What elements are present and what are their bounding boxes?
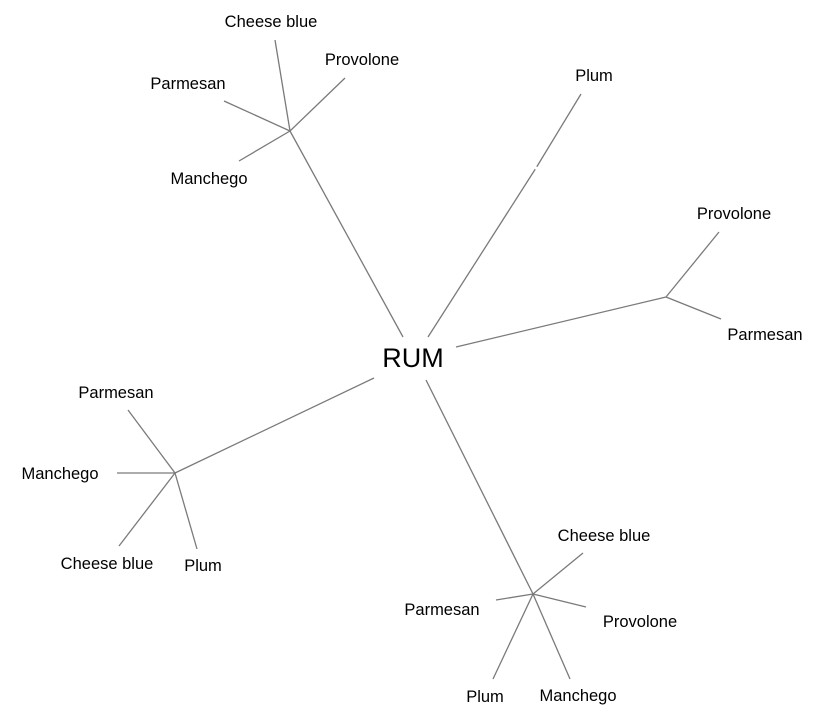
leaf-label: Parmesan: [150, 75, 225, 93]
leaf-label: Cheese blue: [61, 555, 154, 573]
leaf-label: Parmesan: [404, 601, 479, 619]
edge-branch-left-leaf: [174, 472, 198, 550]
leaf-label: Parmesan: [78, 384, 153, 402]
leaf-label: Manchego: [539, 687, 616, 705]
leaf-label: Plum: [575, 67, 613, 85]
edge-branch-bottom-trunk: [425, 379, 534, 595]
leaf-label: Provolone: [697, 205, 771, 223]
leaf-label: Provolone: [325, 51, 399, 69]
edge-branch-top-right-trunk: [427, 168, 536, 338]
edge-branch-top-left-leaf: [238, 130, 291, 162]
leaf-label: Provolone: [603, 613, 677, 631]
root-label: RUM: [382, 343, 444, 373]
leaf-label: Plum: [466, 688, 504, 706]
edge-branch-top-left-leaf: [289, 77, 346, 132]
leaf-label: Plum: [184, 557, 222, 575]
edge-branch-top-left-leaf: [274, 39, 291, 132]
edge-branch-left-trunk: [174, 377, 375, 474]
edge-branch-right-trunk: [455, 296, 667, 348]
edge-branch-top-right-trunk: [536, 93, 582, 168]
labels-layer: RUM Cheese blueProvoloneParmesanManchego…: [21, 13, 802, 706]
edge-branch-bottom-leaf: [492, 593, 534, 680]
edges-layer: [117, 39, 722, 680]
leaf-label: Cheese blue: [225, 13, 318, 31]
edge-branch-bottom-leaf: [532, 593, 571, 680]
edge-branch-left-leaf: [118, 472, 176, 547]
edge-branch-bottom-leaf: [532, 552, 584, 595]
edge-branch-bottom-leaf: [495, 593, 534, 601]
leaf-label: Manchego: [21, 465, 98, 483]
leaf-label: Cheese blue: [558, 527, 651, 545]
edge-branch-bottom-leaf: [532, 593, 587, 608]
edge-branch-right-leaf: [665, 296, 722, 320]
edge-branch-top-left-trunk: [289, 130, 404, 338]
edge-branch-right-leaf: [665, 231, 720, 298]
leaf-label: Manchego: [170, 170, 247, 188]
edge-branch-left-leaf: [127, 409, 176, 474]
edge-branch-top-left-leaf: [223, 100, 291, 132]
leaf-label: Parmesan: [727, 326, 802, 344]
